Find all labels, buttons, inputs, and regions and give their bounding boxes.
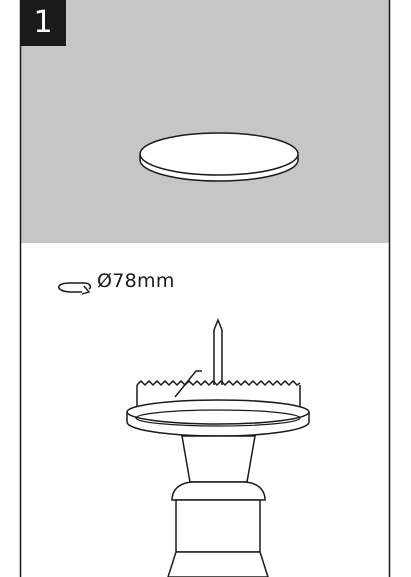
hole-saw-icon <box>126 317 310 577</box>
hole-diameter-label: Ø78mm <box>97 270 175 292</box>
surface-panel <box>20 0 390 243</box>
rotation-arrow-icon <box>57 282 92 295</box>
cutout-disc-icon <box>139 132 299 182</box>
step-number-badge: 1 <box>20 0 66 46</box>
